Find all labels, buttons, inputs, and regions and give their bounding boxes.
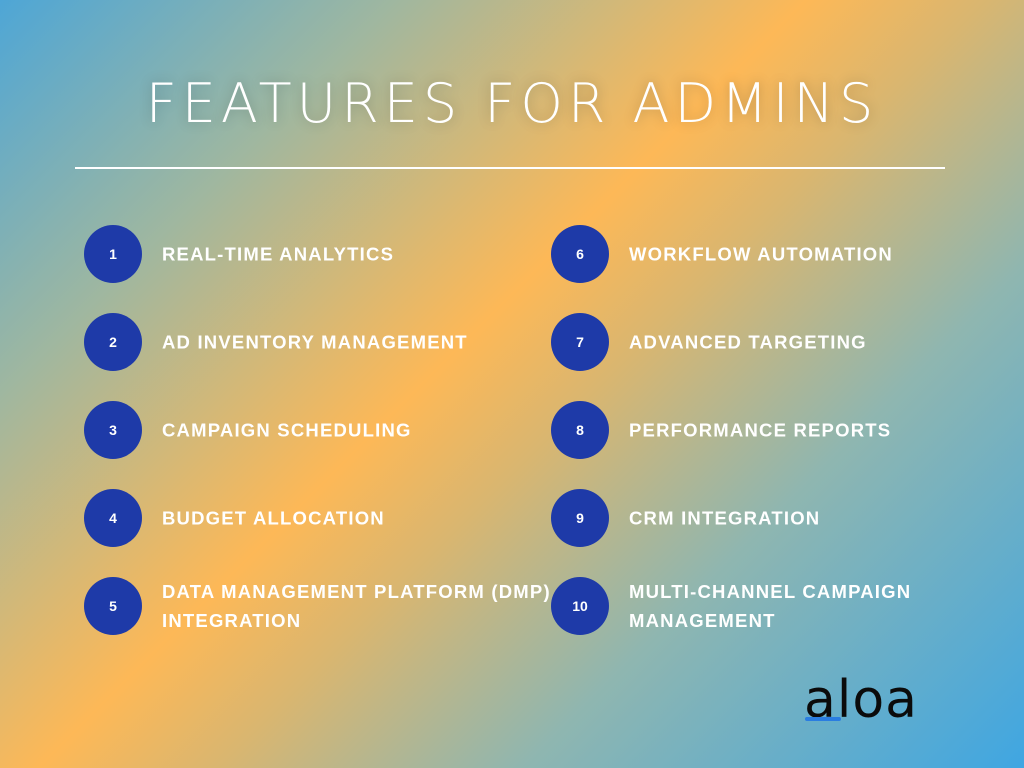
feature-label: PERFORMANCE REPORTS — [629, 419, 892, 441]
feature-label-line: DATA MANAGEMENT PLATFORM (DMP) — [162, 581, 551, 602]
divider — [75, 167, 945, 169]
feature-label: REAL-TIME ANALYTICS — [162, 243, 395, 265]
number-badge: 8 — [551, 401, 609, 459]
feature-label: WORKFLOW AUTOMATION — [629, 243, 893, 265]
number-badge: 7 — [551, 313, 609, 371]
feature-label: CAMPAIGN SCHEDULING — [162, 419, 412, 441]
number-badge: 3 — [84, 401, 142, 459]
feature-label: BUDGET ALLOCATION — [162, 507, 385, 529]
number-badge: 9 — [551, 489, 609, 547]
number-badge: 5 — [84, 577, 142, 635]
number-badge: 10 — [551, 577, 609, 635]
feature-label-line: MANAGEMENT — [629, 610, 776, 631]
logo-underline — [805, 717, 841, 721]
feature-label-line: MULTI-CHANNEL CAMPAIGN — [629, 581, 912, 602]
number-badge: 6 — [551, 225, 609, 283]
page-title: FEATURES FOR ADMINS — [145, 72, 879, 135]
feature-label: AD INVENTORY MANAGEMENT — [162, 331, 468, 353]
number-badge: 4 — [84, 489, 142, 547]
feature-label-line: INTEGRATION — [162, 610, 302, 631]
feature-label: DATA MANAGEMENT PLATFORM (DMP) INTEGRATI… — [162, 577, 551, 635]
feature-label: ADVANCED TARGETING — [629, 331, 867, 353]
aloa-logo: aloa — [804, 670, 918, 730]
feature-label: MULTI-CHANNEL CAMPAIGN MANAGEMENT — [629, 577, 911, 635]
feature-label: CRM INTEGRATION — [629, 507, 821, 529]
number-badge: 1 — [84, 225, 142, 283]
number-badge: 2 — [84, 313, 142, 371]
